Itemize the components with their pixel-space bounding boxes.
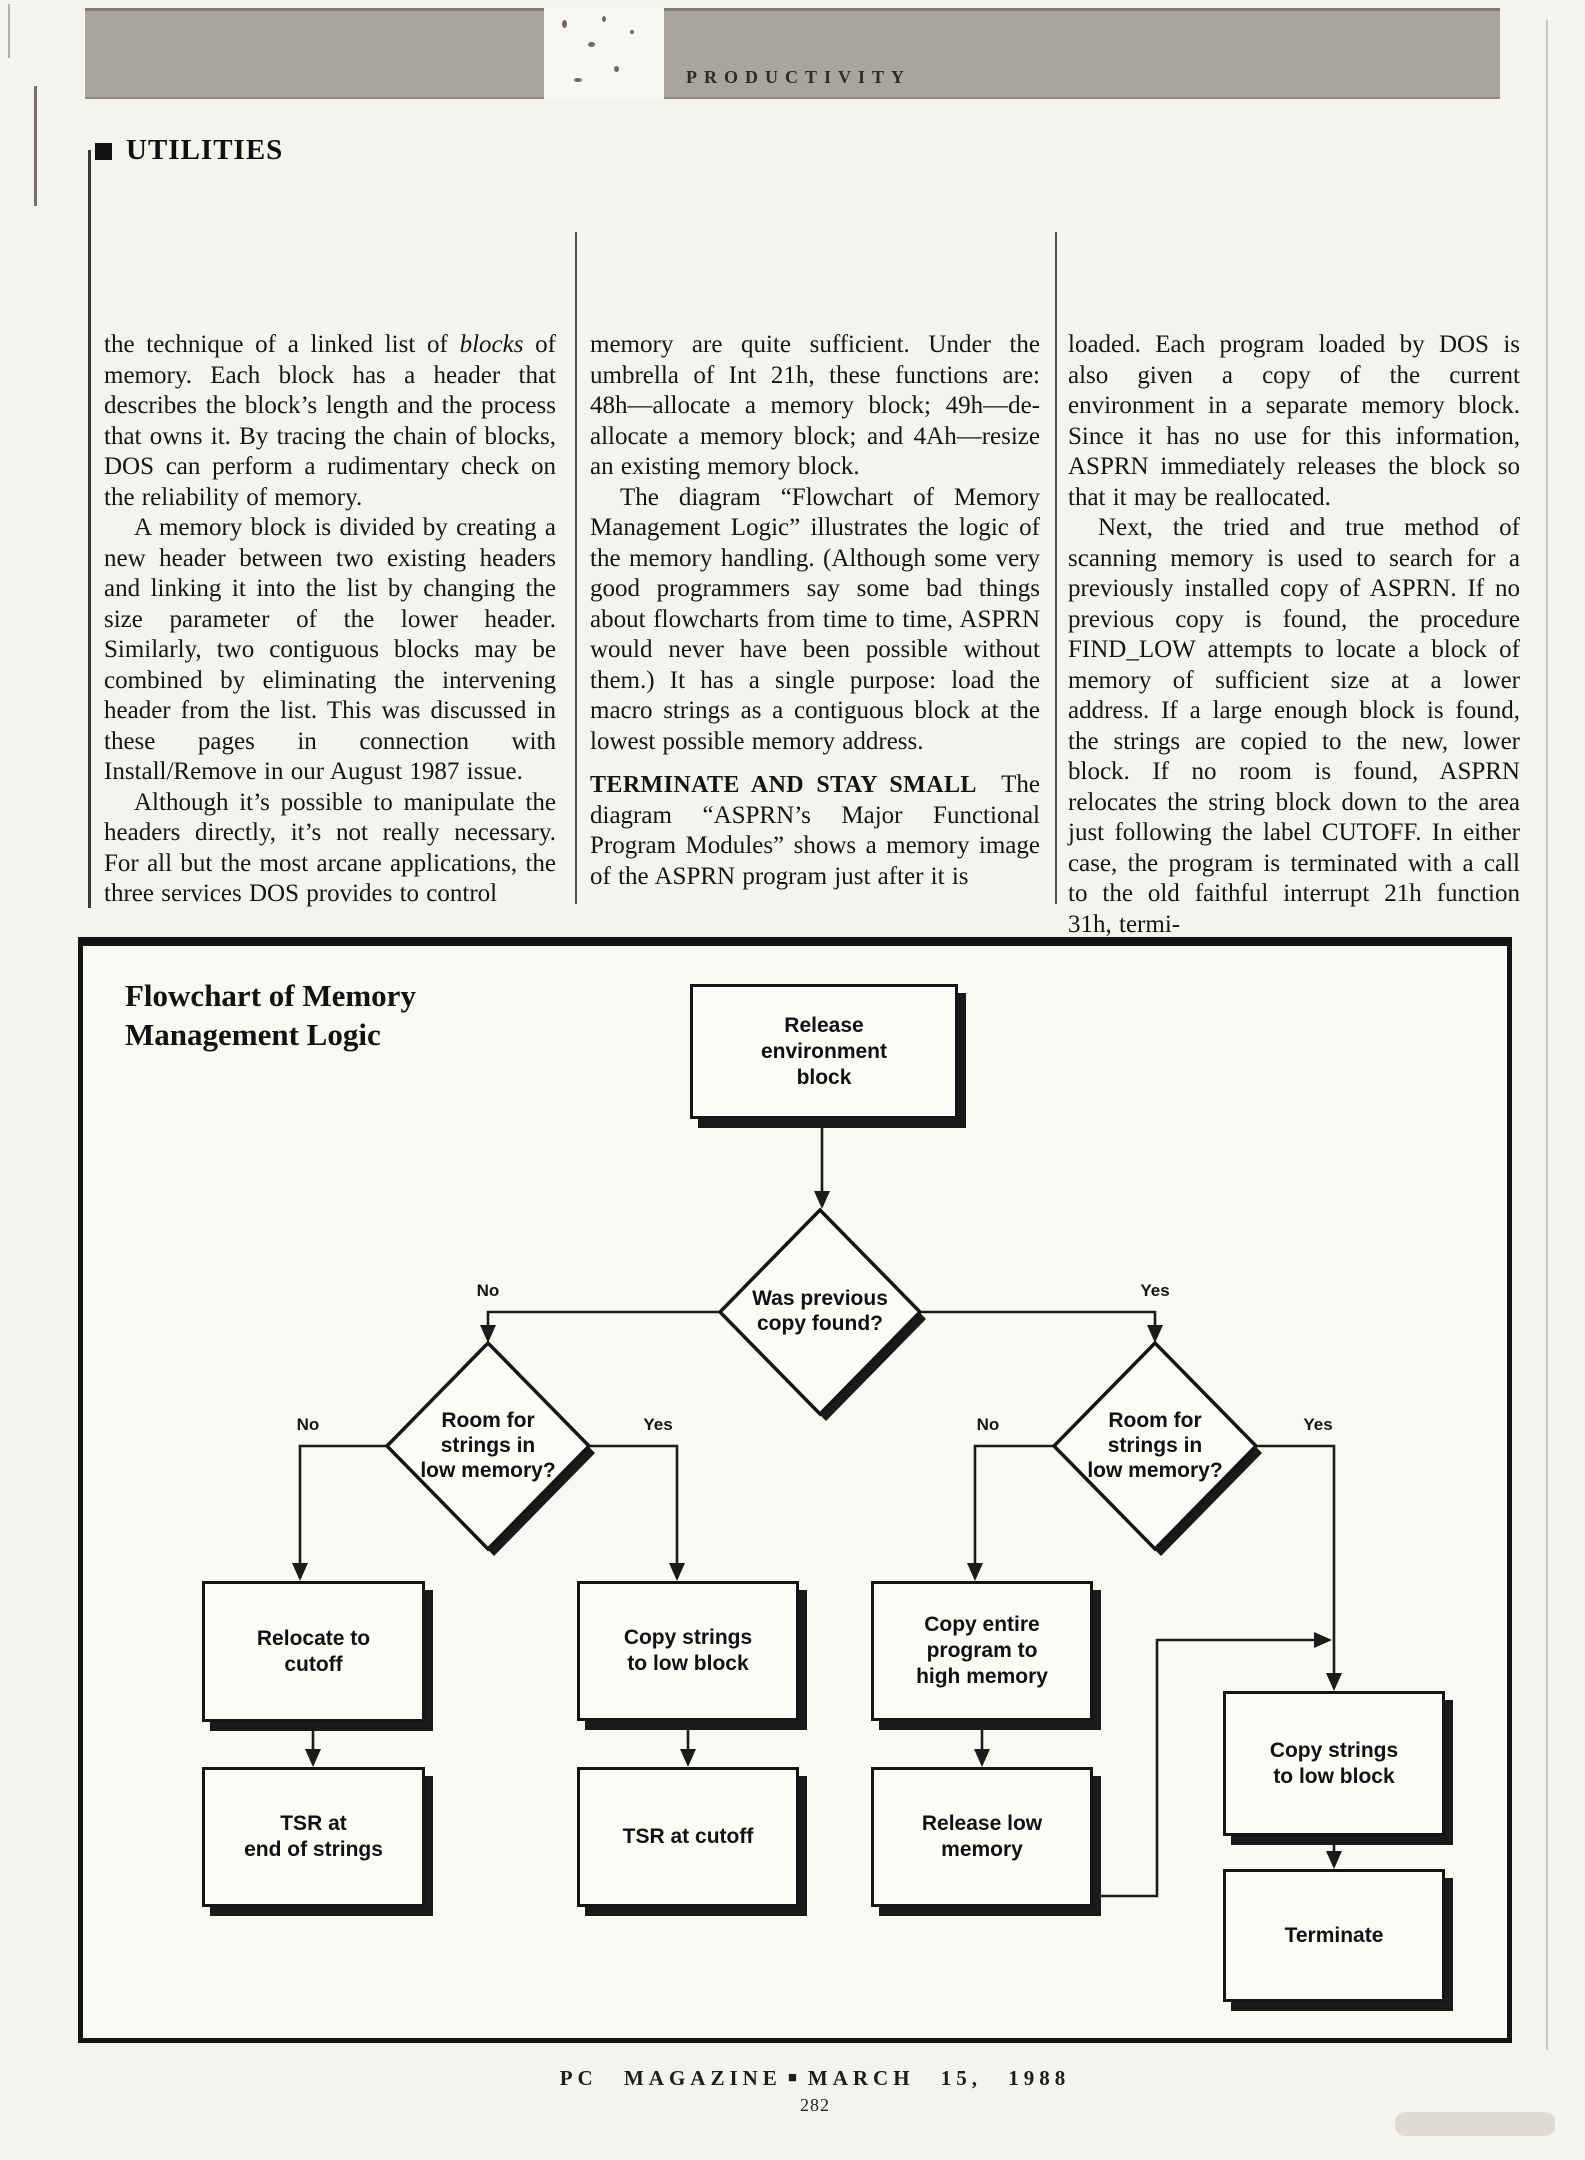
- article-paragraph: memory are quite sufficient. Under the u…: [590, 331, 1040, 480]
- article-paragraph: loaded. Each program loaded by DOS is al…: [1068, 331, 1520, 511]
- chart-title-line-1: Flowchart of Memory: [125, 978, 416, 1013]
- node-decision-room-right: Room for strings in low memory?: [1087, 1409, 1223, 1482]
- branch-label-yes-3: Yes: [1303, 1415, 1333, 1434]
- node-release-environment-block: Release environment block: [690, 984, 958, 1119]
- section-bullet-icon: [95, 143, 112, 160]
- banner-label: PRODUCTIVITY: [686, 67, 912, 87]
- banner-scan-gap: [544, 8, 664, 99]
- flowchart-panel: Flowchart of Memory Management Logic Rel…: [78, 937, 1512, 2043]
- branch-label-yes-2: Yes: [643, 1415, 673, 1434]
- node-tsr-at-cutoff: TSR at cutoff: [577, 1767, 799, 1907]
- connector-lines: [292, 1119, 1342, 1898]
- branch-label-no-3: No: [976, 1415, 1000, 1434]
- article-paragraph: the technique of a linked list of blocks…: [104, 331, 556, 511]
- article-paragraph: Next, the tried and true method of scann…: [1068, 514, 1520, 938]
- branch-label-no-2: No: [296, 1415, 320, 1434]
- paragraph-lead-heading: TERMINATE AND STAY SMALL: [590, 772, 977, 798]
- scan-artifact: [1546, 20, 1548, 2050]
- column-divider: [575, 232, 577, 904]
- article-column-1: the technique of a linked list of blocks…: [104, 330, 556, 910]
- footer-line: PC MAGAZINE ■ MARCH 15, 1988: [45, 2066, 1585, 2091]
- node-decision-room-left: Room for strings in low memory?: [420, 1409, 556, 1482]
- node-release-low-memory: Release low memory: [871, 1767, 1093, 1907]
- node-copy-entire-program-to-high-memory: Copy entire program to high memory: [871, 1581, 1093, 1721]
- left-margin-rule: [88, 150, 91, 908]
- article-column-2: memory are quite sufficient. Under the u…: [590, 330, 1040, 892]
- section-label: UTILITIES: [126, 134, 284, 166]
- page-number: 282: [800, 2095, 830, 2115]
- flowchart-connectors: [292, 1119, 1342, 1898]
- column-divider: [1055, 232, 1057, 904]
- article-paragraph: TERMINATE AND STAY SMALL The diagram “AS…: [590, 771, 1040, 890]
- decision-diamonds: [384, 1207, 1262, 1556]
- node-copy-strings-to-low-block-left: Copy strings to low block: [577, 1581, 799, 1721]
- scan-artifact: [8, 4, 10, 58]
- node-decision-previous-copy: Was previous copy found?: [752, 1287, 888, 1335]
- page-footer: PC MAGAZINE ■ MARCH 15, 1988 282: [0, 2066, 1585, 2116]
- branch-label-yes-1: Yes: [1140, 1281, 1170, 1300]
- section-header: UTILITIES: [95, 134, 283, 167]
- node-copy-strings-to-low-block-right: Copy strings to low block: [1223, 1691, 1445, 1836]
- node-tsr-at-end-of-strings: TSR at end of strings: [202, 1767, 425, 1907]
- footer-magazine: PC MAGAZINE: [559, 2066, 782, 2090]
- chart-title-line-2: Management Logic: [125, 1017, 381, 1052]
- article-paragraph: The diagram “Flowchart of Memory Managem…: [590, 483, 1040, 755]
- footer-separator-icon: ■: [787, 2070, 802, 2086]
- node-terminate: Terminate: [1223, 1869, 1445, 2002]
- branch-label-no-1: No: [476, 1281, 500, 1300]
- footer-date: MARCH 15, 1988: [807, 2066, 1071, 2090]
- chart-title: Flowchart of Memory Management Logic: [125, 976, 416, 1054]
- article-paragraph: A memory block is divided by creating a …: [104, 514, 556, 785]
- article-paragraph: Although it’s possible to manipulate the…: [104, 788, 556, 908]
- scan-artifact: [34, 86, 37, 206]
- article-column-3: loaded. Each program loaded by DOS is al…: [1068, 330, 1520, 940]
- node-relocate-to-cutoff: Relocate to cutoff: [202, 1581, 425, 1722]
- productivity-banner: PRODUCTIVITY: [85, 8, 1500, 99]
- scan-artifact: [1395, 2112, 1555, 2136]
